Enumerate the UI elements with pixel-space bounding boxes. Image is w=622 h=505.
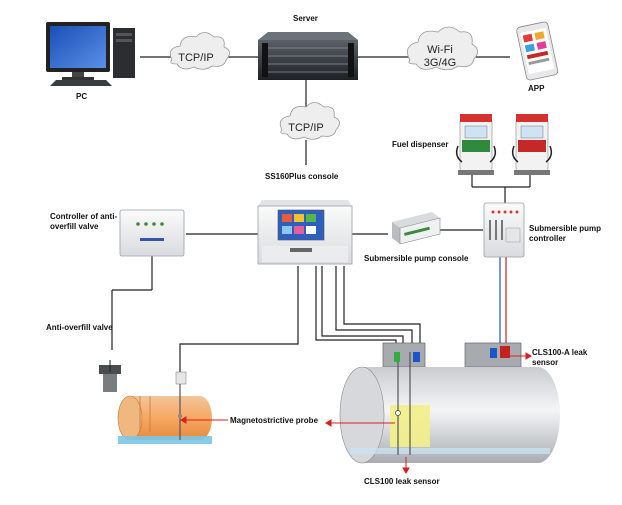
anti-overfill-controller-label: Controller of anti-overfill valve (50, 212, 118, 231)
ss160plus-console-icon (257, 200, 353, 265)
anti-overfill-valve-label: Anti-overfill valve (46, 323, 113, 332)
cloud-wifi: Wi-Fi 3G/4G (406, 26, 478, 71)
app-label: APP (528, 84, 545, 93)
anti-overfill-controller-icon (119, 209, 185, 257)
pc-icon (46, 22, 135, 86)
fuel-dispenser-label: Fuel dispenser (392, 140, 449, 149)
connection-lines (111, 56, 531, 372)
phone-app-icon (516, 21, 559, 81)
cloud-tcpip-left: TCP/IP (169, 32, 230, 70)
pc-label: PC (76, 92, 88, 101)
server-icon (258, 32, 358, 80)
pointer-arrows (180, 352, 532, 474)
cls100-leak-sensor-label: CLS100 leak sensor (364, 477, 440, 486)
cloud-label-line1: Wi-Fi (427, 44, 453, 56)
cloud-label-line2: 3G/4G (424, 57, 456, 69)
cloud-label: TCP/IP (178, 52, 213, 64)
left-tank (99, 360, 212, 444)
fuel-dispenser-icon (455, 114, 553, 175)
submersible-pump-console-label: Submersible pump console (364, 254, 469, 263)
cloud-tcpip-center: TCP/IP (279, 102, 340, 140)
submersible-pump-controller-icon (483, 202, 525, 258)
submersible-pump-controller-label: Submersible pump controller (529, 224, 602, 243)
cls100a-leak-sensor-label: CLS100-A leak sensor (532, 348, 588, 367)
server-label: Server (293, 14, 318, 23)
right-tank (339, 342, 560, 464)
magnetostrictive-probe-label: Magnetostrictive probe (230, 416, 319, 425)
cloud-label: TCP/IP (288, 122, 323, 134)
submersible-pump-console-icon (392, 212, 441, 245)
ss160plus-console-label: SS160Plus console (265, 172, 339, 181)
